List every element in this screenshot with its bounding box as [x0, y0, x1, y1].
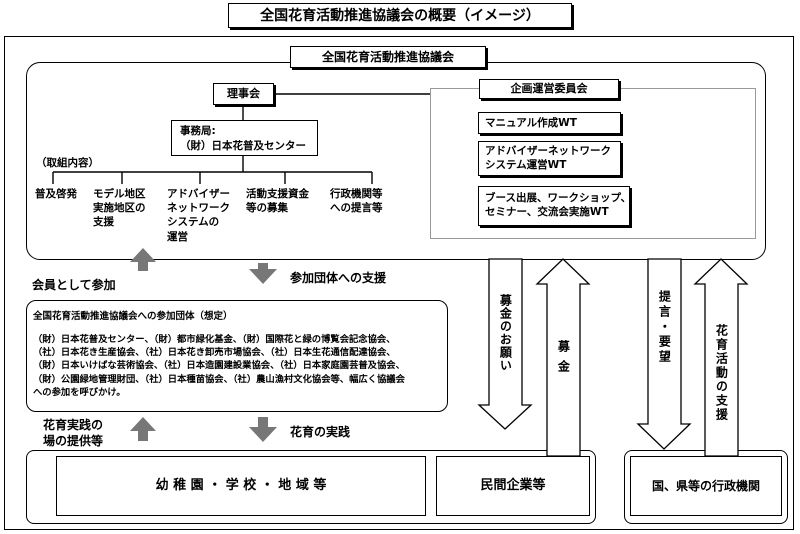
government-box: 国、県等の行政機関	[630, 456, 782, 516]
down-arrow-practice	[249, 417, 277, 442]
wt-box: ブース出展、ワークショップ、 セミナー、交流会実施WT	[478, 186, 632, 226]
activity-item: 活動支援資金 等の募集	[246, 188, 309, 215]
support-label: 参加団体への支援	[290, 271, 387, 285]
venue-label: 花育実践の 場の提供等	[43, 418, 104, 449]
activity-item: 行政機関等 への提言等	[330, 188, 383, 215]
wt-label: アドバイザーネットワーク システム運営WT	[485, 145, 611, 172]
board-label: 理事会	[227, 87, 260, 100]
wt-label: ブース出展、ワークショップ、 セミナー、交流会実施WT	[485, 192, 632, 219]
wt-box: アドバイザーネットワーク システム運営WT	[478, 141, 621, 176]
diagram-title: 全国花育活動推進協議会の概要（イメージ）	[260, 8, 540, 24]
up-arrow-venue	[130, 417, 156, 441]
activity-item: 普及啓発	[35, 188, 77, 200]
schools-box: 幼 稚 園 ・ 学 校 ・ 地 域 等	[56, 456, 426, 516]
activity-item: モデル地区 実施地区の 支援	[93, 188, 146, 229]
up-arrow-member	[130, 248, 156, 271]
board-box: 理事会	[213, 83, 274, 105]
government-label: 国、県等の行政機関	[651, 479, 760, 493]
activities-heading: （取組内容）	[36, 157, 99, 169]
fund-request-arrow	[477, 258, 533, 430]
participating-groups-box: 全国花育活動推進協議会への参加団体（想定） （財）日本花普及センター、（財）都市…	[26, 300, 448, 412]
donation-arrow	[535, 258, 591, 457]
council-name-box: 全国花育活動推進協議会	[290, 46, 486, 68]
wt-box: マニュアル作成WT	[478, 112, 621, 134]
gov-support-label: 花育活動の支援	[714, 324, 729, 422]
participating-groups-title: 全国花育活動推進協議会への参加団体（想定）	[33, 311, 233, 322]
proposal-arrow	[636, 258, 692, 450]
activity-item: アドバイザー ネットワーク システムの 運営	[167, 188, 230, 243]
participating-groups-list: （財）日本花普及センター、（財）都市緑化基金、（財）国際花と緑の博覧会記念協会、…	[33, 334, 405, 398]
secretariat-box: 事務局: （財）日本花普及センター	[171, 120, 318, 156]
secretariat-label: 事務局: （財）日本花普及センター	[180, 125, 306, 152]
down-arrow-support	[249, 263, 277, 284]
wt-label: マニュアル作成WT	[485, 117, 577, 129]
diagram-title-box: 全国花育活動推進協議会の概要（イメージ）	[228, 3, 572, 28]
gov-support-arrow	[693, 258, 749, 457]
donation-label: 募金	[556, 340, 571, 380]
fund-request-label: 募金のお願い	[498, 294, 513, 372]
companies-box: 民間企業等	[436, 456, 590, 516]
companies-label: 民間企業等	[480, 478, 546, 493]
practice-label: 花育の実践	[290, 425, 351, 439]
planning-committee-title-box: 企画運営委員会	[479, 79, 619, 99]
proposal-label: 提言・要望	[657, 290, 672, 365]
member-label: 会員として参加	[32, 278, 116, 292]
planning-committee-title: 企画運営委員会	[510, 82, 588, 95]
council-name: 全国花育活動推進協議会	[321, 50, 454, 64]
schools-label: 幼 稚 園 ・ 学 校 ・ 地 域 等	[155, 478, 327, 493]
